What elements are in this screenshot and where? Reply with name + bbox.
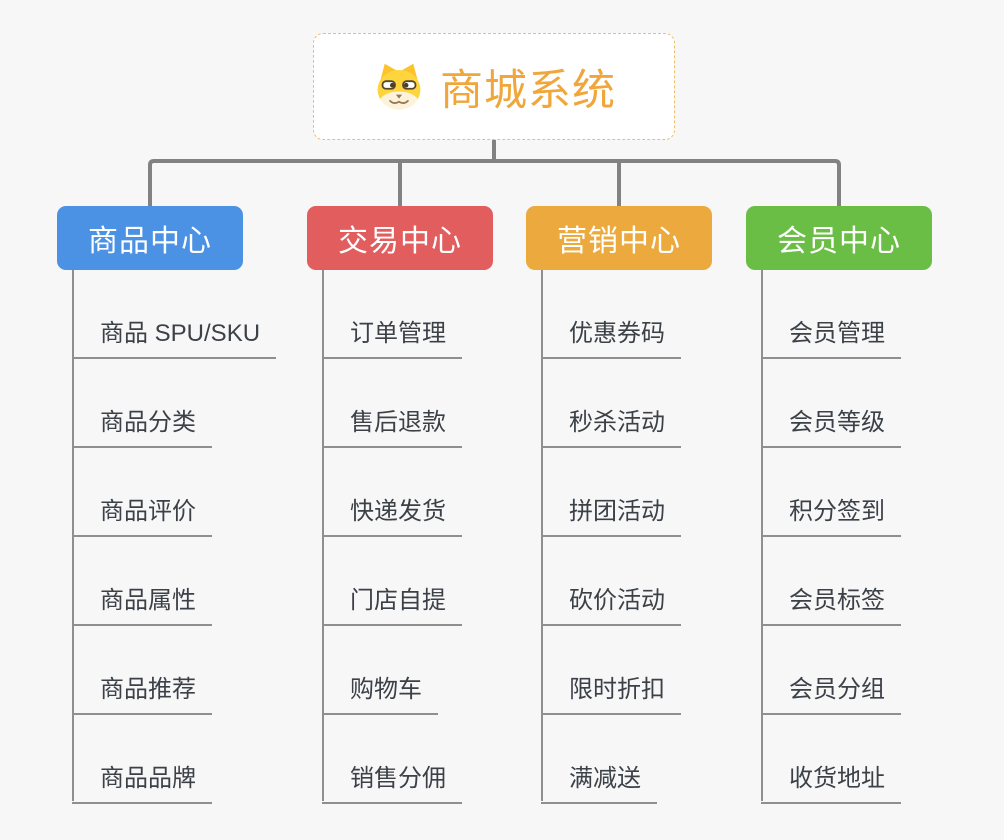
leaf-row: 销售分佣 — [322, 715, 567, 804]
leaf-row: 砍价活动 — [541, 537, 786, 626]
leaf-node[interactable]: 快递发货 — [322, 491, 462, 537]
leaf-row: 会员等级 — [761, 359, 1004, 448]
leaf-row: 收货地址 — [761, 715, 1004, 804]
leaf-node[interactable]: 会员管理 — [761, 313, 901, 359]
leaf-node[interactable]: 商品属性 — [72, 580, 212, 626]
branch-label: 商品中心 — [88, 225, 212, 258]
dog-icon — [372, 62, 426, 112]
leaf-node[interactable]: 优惠券码 — [541, 313, 681, 359]
branch-children: 优惠券码秒杀活动拼团活动砍价活动限时折扣满减送 — [541, 270, 786, 804]
leaf-row: 售后退款 — [322, 359, 567, 448]
leaf-row: 购物车 — [322, 626, 567, 715]
leaf-row: 会员标签 — [761, 537, 1004, 626]
leaf-node[interactable]: 商品分类 — [72, 402, 212, 448]
leaf-node[interactable]: 购物车 — [322, 669, 438, 715]
leaf-node[interactable]: 商品 SPU/SKU — [72, 313, 277, 359]
leaf-row: 限时折扣 — [541, 626, 786, 715]
leaf-node[interactable]: 订单管理 — [322, 313, 462, 359]
leaf-row: 会员分组 — [761, 626, 1004, 715]
branch-trunk-line — [761, 270, 763, 801]
leaf-row: 订单管理 — [322, 270, 567, 359]
branch-children: 会员管理会员等级积分签到会员标签会员分组收货地址 — [761, 270, 1004, 804]
branch-label: 交易中心 — [338, 225, 462, 258]
branch-children: 订单管理售后退款快递发货门店自提购物车销售分佣 — [322, 270, 567, 804]
root-node[interactable]: 商城系统 — [313, 33, 675, 140]
branch-label: 营销中心 — [557, 225, 681, 258]
leaf-node[interactable]: 商品品牌 — [72, 758, 212, 804]
branch-trunk-line — [541, 270, 543, 801]
leaf-row: 满减送 — [541, 715, 786, 804]
branch-header-product[interactable]: 商品中心 — [57, 206, 243, 270]
leaf-row: 商品评价 — [72, 448, 317, 537]
leaf-node[interactable]: 收货地址 — [761, 758, 901, 804]
leaf-node[interactable]: 商品推荐 — [72, 669, 212, 715]
branch-trunk-line — [72, 270, 74, 801]
leaf-row: 会员管理 — [761, 270, 1004, 359]
branch-trunk-line — [322, 270, 324, 801]
leaf-row: 商品 SPU/SKU — [72, 270, 317, 359]
branch-children: 商品 SPU/SKU 商品分类商品评价商品属性商品推荐商品品牌 — [72, 270, 317, 804]
leaf-row: 商品品牌 — [72, 715, 317, 804]
leaf-row: 商品推荐 — [72, 626, 317, 715]
leaf-node[interactable]: 积分签到 — [761, 491, 901, 537]
leaf-row: 积分签到 — [761, 448, 1004, 537]
leaf-node[interactable]: 商品评价 — [72, 491, 212, 537]
leaf-node[interactable]: 售后退款 — [322, 402, 462, 448]
branch-product: 商品中心 商品 SPU/SKU 商品分类商品评价商品属性商品推荐商品品牌 — [57, 206, 317, 804]
leaf-node[interactable]: 限时折扣 — [541, 669, 681, 715]
branch-label: 会员中心 — [777, 225, 901, 258]
leaf-node[interactable]: 砍价活动 — [541, 580, 681, 626]
leaf-node[interactable]: 销售分佣 — [322, 758, 462, 804]
leaf-row: 优惠券码 — [541, 270, 786, 359]
leaf-row: 门店自提 — [322, 537, 567, 626]
branch-header-marketing[interactable]: 营销中心 — [526, 206, 712, 270]
leaf-row: 拼团活动 — [541, 448, 786, 537]
leaf-node[interactable]: 会员等级 — [761, 402, 901, 448]
branch-trade: 交易中心 订单管理售后退款快递发货门店自提购物车销售分佣 — [307, 206, 567, 804]
leaf-row: 商品属性 — [72, 537, 317, 626]
branch-header-member[interactable]: 会员中心 — [746, 206, 932, 270]
leaf-row: 商品分类 — [72, 359, 317, 448]
root-title: 商城系统 — [440, 66, 616, 115]
leaf-node[interactable]: 会员标签 — [761, 580, 901, 626]
branch-member: 会员中心 会员管理会员等级积分签到会员标签会员分组收货地址 — [746, 206, 1004, 804]
leaf-node[interactable]: 门店自提 — [322, 580, 462, 626]
leaf-node[interactable]: 会员分组 — [761, 669, 901, 715]
leaf-row: 秒杀活动 — [541, 359, 786, 448]
branch-marketing: 营销中心 优惠券码秒杀活动拼团活动砍价活动限时折扣满减送 — [526, 206, 786, 804]
leaf-row: 快递发货 — [322, 448, 567, 537]
leaf-node[interactable]: 拼团活动 — [541, 491, 681, 537]
leaf-node[interactable]: 秒杀活动 — [541, 402, 681, 448]
branch-header-trade[interactable]: 交易中心 — [307, 206, 493, 270]
leaf-node[interactable]: 满减送 — [541, 758, 657, 804]
